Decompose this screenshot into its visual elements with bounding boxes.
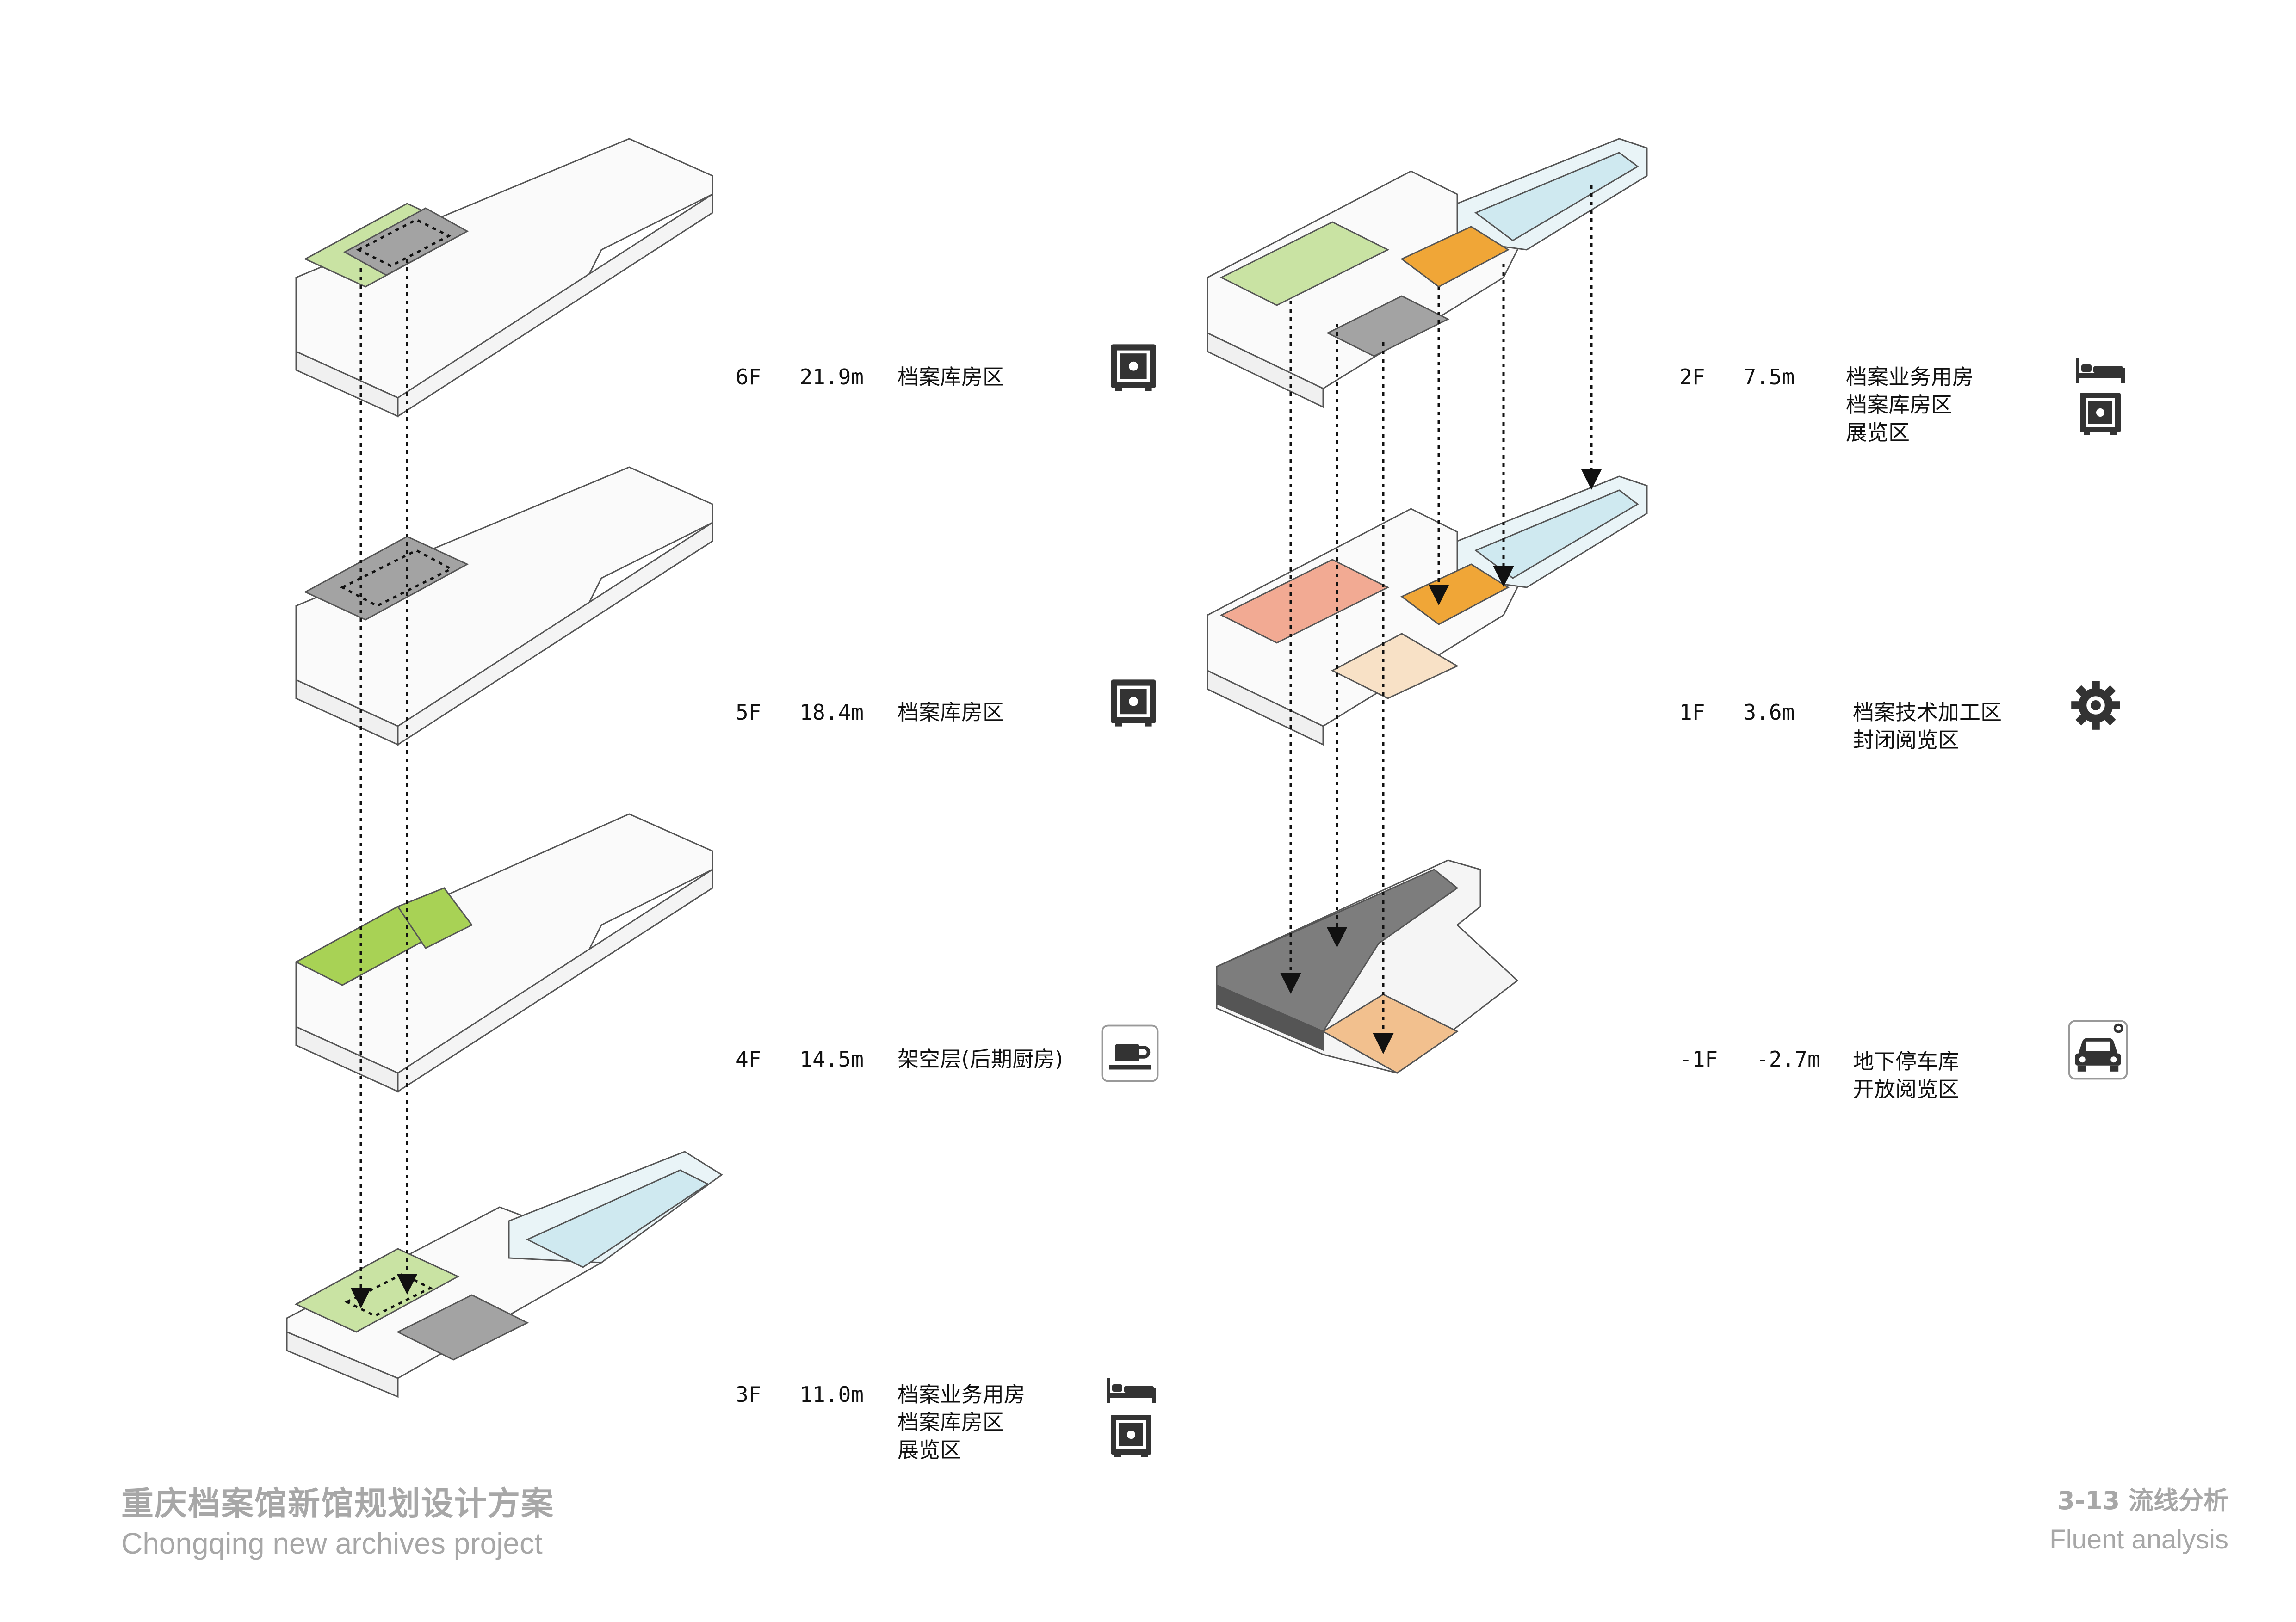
- floor-elevation: 21.9m: [799, 364, 863, 389]
- building-4f: [296, 814, 712, 1092]
- zone-name: 档案库房区: [1846, 391, 1974, 419]
- floor-level: -1F: [1679, 1047, 1718, 1072]
- building-6f: [296, 139, 712, 416]
- floor-level-2f: 2F 7.5m: [1679, 363, 1795, 391]
- safe-icon: [1108, 678, 1159, 728]
- zone-name: 档案库房区: [897, 1408, 1025, 1436]
- safe-icon: [1108, 1413, 1154, 1459]
- zones-5f: 档案库房区: [897, 698, 1004, 726]
- floor-level: 1F: [1679, 700, 1705, 725]
- floor-elevation: 11.0m: [799, 1382, 863, 1407]
- zone-name: 展览区: [897, 1436, 1025, 1464]
- zones-6f: 档案库房区: [897, 363, 1004, 391]
- building-5f: [296, 467, 712, 745]
- zone-name: 开放阅览区: [1853, 1075, 1959, 1103]
- safe-icon: [1108, 342, 1159, 393]
- building-3f: [287, 1152, 722, 1397]
- zone-name: 档案技术加工区: [1853, 698, 2002, 726]
- floor-level: 4F: [736, 1047, 761, 1072]
- floor-level: 5F: [736, 700, 761, 725]
- gear-icon: [2070, 680, 2121, 731]
- flow-lines-left: [361, 259, 407, 1304]
- zones-2f: 档案业务用房 档案库房区 展览区: [1846, 363, 1974, 446]
- floor-level-6f: 6F 21.9m: [736, 363, 864, 391]
- floor-elevation: -2.7m: [1756, 1047, 1820, 1072]
- floor-elevation: 18.4m: [799, 700, 863, 725]
- zone-name: 封闭阅览区: [1853, 726, 2002, 754]
- floor-level-4f: 4F 14.5m: [736, 1045, 864, 1073]
- zone-name: 档案业务用房: [897, 1381, 1025, 1408]
- bed-icon: [2075, 356, 2126, 384]
- section-title-en: Fluent analysis: [2049, 1524, 2228, 1555]
- floor-elevation: 14.5m: [799, 1047, 863, 1072]
- floor-level: 3F: [736, 1382, 761, 1407]
- zone-name: 档案业务用房: [1846, 363, 1974, 391]
- building-b1: [1217, 860, 1517, 1073]
- project-title-cn: 重庆档案馆新馆规划设计方案: [121, 1478, 554, 1524]
- building-1f: [1207, 476, 1647, 745]
- zone-name: 展览区: [1846, 419, 1974, 446]
- floor-level-b1: -1F -2.7m: [1679, 1045, 1820, 1073]
- zone-name: 档案库房区: [897, 363, 1004, 391]
- zones-b1: 地下停车库 开放阅览区: [1853, 1048, 1959, 1103]
- building-2f: [1207, 139, 1647, 407]
- floor-level-3f: 3F 11.0m: [736, 1381, 864, 1408]
- floor-elevation: 3.6m: [1743, 700, 1795, 725]
- zone-name: 地下停车库: [1853, 1048, 1959, 1075]
- zone-name: 架空层(后期厨房): [897, 1045, 1063, 1073]
- floor-level-5f: 5F 18.4m: [736, 698, 864, 726]
- parking-car-icon: [2068, 1020, 2128, 1080]
- bed-icon: [1106, 1376, 1157, 1404]
- project-title-en: Chongqing new archives project: [121, 1526, 543, 1560]
- zone-name: 档案库房区: [897, 698, 1004, 726]
- floor-elevation: 7.5m: [1743, 364, 1795, 389]
- floor-level: 6F: [736, 364, 761, 389]
- floor-level-1f: 1F 3.6m: [1679, 698, 1795, 726]
- zones-3f: 档案业务用房 档案库房区 展览区: [897, 1381, 1025, 1464]
- coffee-cup-icon: [1101, 1024, 1159, 1082]
- zones-4f: 架空层(后期厨房): [897, 1045, 1063, 1073]
- safe-icon: [2077, 391, 2123, 437]
- section-title: 3-13 流线分析: [2057, 1480, 2228, 1517]
- zones-1f: 档案技术加工区 封闭阅览区: [1853, 698, 2002, 754]
- floor-level: 2F: [1679, 364, 1705, 389]
